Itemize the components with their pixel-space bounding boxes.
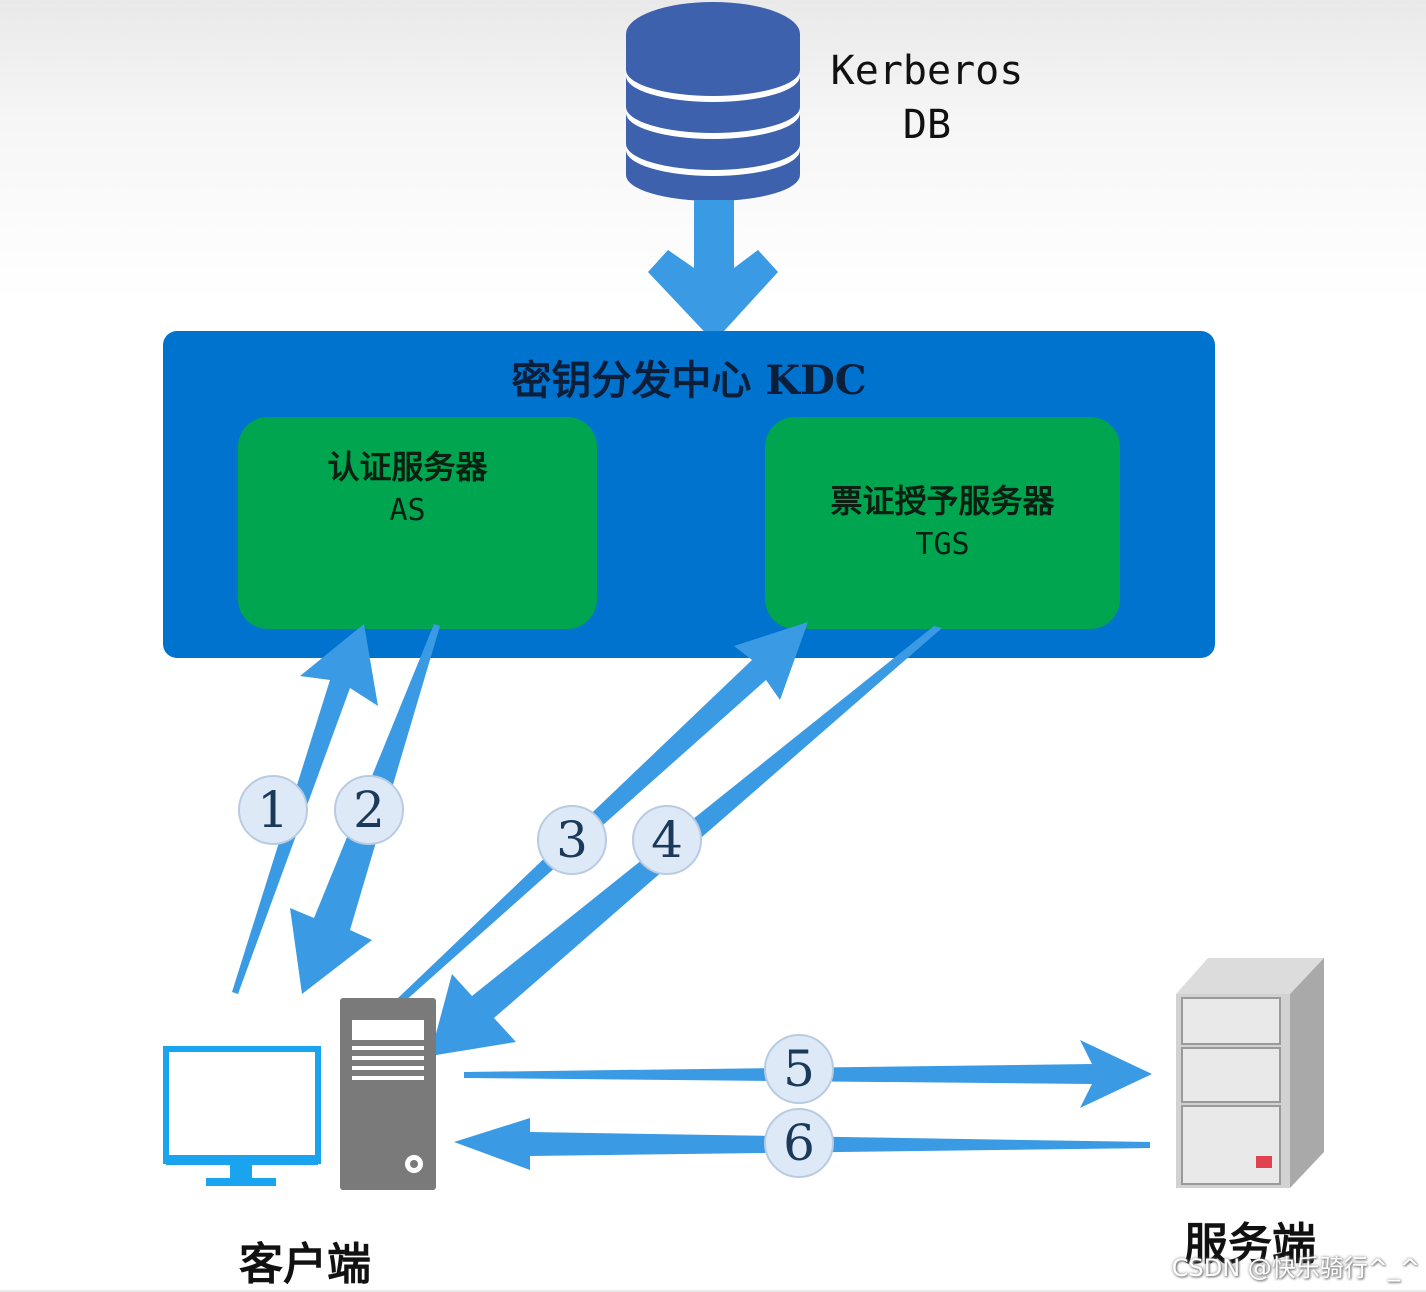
tgs-server-box: 票证授予服务器 TGS (765, 417, 1120, 629)
step-6-marker: 6 (764, 1108, 834, 1178)
step-4-marker: 4 (632, 805, 702, 875)
tgs-abbr: TGS (915, 527, 970, 562)
arrow-step-3 (398, 622, 808, 1002)
database-icon (626, 2, 800, 201)
kdc-title: 密钥分发中心 KDC (511, 357, 867, 404)
server-icon (1176, 958, 1324, 1188)
tower-pc-icon (340, 998, 436, 1190)
client-label: 客户端 (239, 1239, 371, 1290)
step-3-marker: 3 (537, 805, 607, 875)
step-5-marker: 5 (764, 1034, 834, 1104)
tgs-name: 票证授予服务器 (830, 482, 1055, 520)
as-name: 认证服务器 (327, 448, 488, 486)
server-label: 服务端 (1184, 1219, 1316, 1270)
step-1-marker: 1 (238, 775, 308, 845)
as-server-box: 认证服务器 AS (238, 417, 597, 629)
watermark: CSDN @快乐骑行^_^ (1171, 1254, 1420, 1282)
database-label: Kerberos DB (830, 48, 1024, 148)
monitor-icon (163, 1046, 321, 1186)
db-to-kdc-arrow (648, 200, 778, 342)
as-abbr: AS (389, 493, 426, 528)
step-2-marker: 2 (334, 775, 404, 845)
